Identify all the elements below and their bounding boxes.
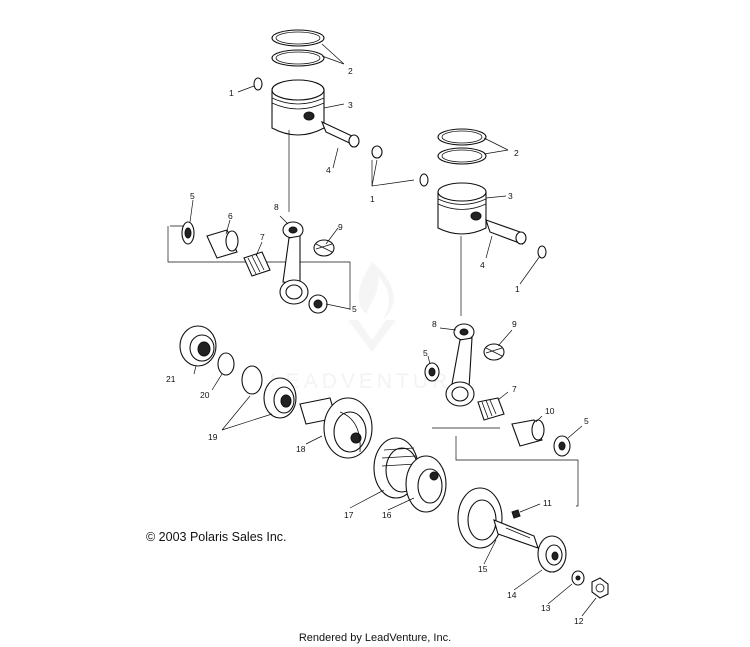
- connecting-rod-left: [279, 221, 309, 305]
- callout-5: 5: [352, 304, 357, 314]
- callout-9: 9: [512, 319, 517, 329]
- callout-7: 7: [260, 232, 265, 242]
- needle-bearing-7-right: [477, 397, 505, 421]
- callout-3: 3: [508, 191, 513, 201]
- main-bearing-21: [179, 325, 217, 367]
- callout-5: 5: [584, 416, 589, 426]
- needle-bearing-9-left: [313, 239, 335, 257]
- callout-10: 10: [545, 406, 555, 416]
- nut-12: [591, 577, 609, 599]
- piston-ring-upper-right: [437, 128, 487, 165]
- callout-17: 17: [344, 510, 354, 520]
- callout-18: 18: [296, 444, 306, 454]
- callout-3: 3: [348, 100, 353, 110]
- thrust-washer-right-upper: [424, 362, 440, 382]
- callout-14: 14: [507, 590, 517, 600]
- wrist-pin-left: [320, 120, 360, 148]
- bearing-sleeve-10: [511, 419, 545, 447]
- callout-2: 2: [514, 148, 519, 158]
- callout-1: 1: [229, 88, 234, 98]
- needle-bearing-9-right: [483, 343, 505, 361]
- callout-5: 5: [190, 191, 195, 201]
- callout-4: 4: [480, 260, 485, 270]
- key-11: [511, 509, 521, 519]
- clip-upper-mid: [371, 145, 383, 159]
- clip-upper-left: [253, 77, 263, 91]
- callout-1: 1: [370, 194, 375, 204]
- copyright-notice: © 2003 Polaris Sales Inc.: [146, 530, 287, 544]
- callout-7: 7: [512, 384, 517, 394]
- callout-12: 12: [574, 616, 584, 626]
- leader-lines: [189, 43, 597, 617]
- crankshaft-left-half-18: [299, 397, 373, 459]
- thrust-washer-right-lower: [553, 435, 571, 457]
- callout-16: 16: [382, 510, 392, 520]
- clip-right-lower: [537, 245, 547, 259]
- callout-9: 9: [338, 222, 343, 232]
- callout-8: 8: [274, 202, 279, 212]
- watermark-logo: LEADVENTURE: [270, 262, 469, 393]
- callout-1: 1: [515, 284, 520, 294]
- callout-6: 6: [228, 211, 233, 221]
- wrist-pin-right: [485, 219, 527, 245]
- callout-13: 13: [541, 603, 551, 613]
- callout-15: 15: [478, 564, 488, 574]
- callout-8: 8: [432, 319, 437, 329]
- connecting-rod-right: [445, 323, 475, 407]
- seal-kit-19: [241, 365, 297, 419]
- callout-20: 20: [200, 390, 210, 400]
- rendered-by-footer: Rendered by LeadVenture, Inc.: [298, 632, 452, 644]
- callout-11: 11: [543, 498, 552, 508]
- callout-2: 2: [348, 66, 353, 76]
- piston-ring-upper-left: [271, 29, 325, 67]
- callout-21: 21: [166, 374, 176, 384]
- watermark-text: LEADVENTURE: [270, 370, 469, 393]
- thrust-washer-left-upper: [181, 221, 195, 245]
- callout-5: 5: [423, 348, 428, 358]
- piston-left: [271, 79, 325, 136]
- bearing-sleeve-6: [206, 229, 239, 259]
- callout-numbers: 1 2 3 4 1 5 6 7 8 9 5 2 3 4 1 8 9 5 7 10…: [166, 66, 589, 626]
- crankshaft-right-half-15: [457, 487, 539, 549]
- oil-seal-20: [217, 352, 235, 376]
- needle-bearing-7-left: [243, 251, 271, 277]
- callout-4: 4: [326, 165, 331, 175]
- clip-right-upper: [419, 173, 429, 187]
- main-bearing-14: [537, 535, 567, 573]
- callout-19: 19: [208, 432, 218, 442]
- seal-labyrinth-16: [405, 455, 447, 513]
- thrust-washer-left-lower: [308, 294, 328, 314]
- washer-13: [571, 570, 585, 586]
- piston-right: [437, 182, 487, 235]
